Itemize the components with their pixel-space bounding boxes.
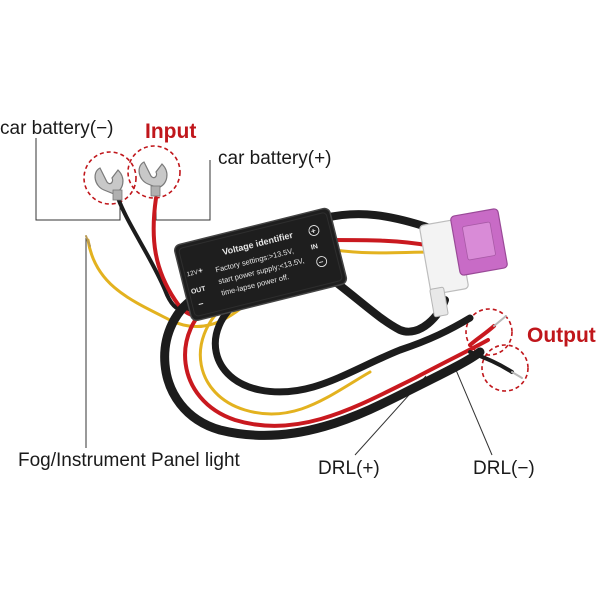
- label-fog-instrument-panel-light: Fog/Instrument Panel light: [18, 450, 240, 471]
- ring-terminals: [94, 161, 168, 201]
- module-pin-minus: −: [197, 299, 205, 310]
- wire-output-strand-black: [511, 371, 523, 379]
- leader-drl-negative: [455, 369, 493, 456]
- label-car-battery-negative: car battery(−): [0, 118, 114, 139]
- label-output: Output: [527, 324, 596, 347]
- label-car-battery-positive: car battery(+): [218, 148, 332, 169]
- wire-red-output: [468, 324, 496, 347]
- wire-yellow-fog-tip: [85, 235, 91, 247]
- wires: [85, 196, 523, 440]
- connector-stem: [429, 286, 449, 318]
- ring-terminal-positive: [138, 161, 168, 197]
- module-pin-in-plus: +: [310, 226, 317, 236]
- wire-black-to-fuse: [321, 210, 434, 232]
- wire-yellow-loop: [198, 303, 372, 416]
- label-input: Input: [145, 120, 197, 143]
- fuse-window: [462, 221, 496, 261]
- leader-battery-negative: [35, 138, 121, 221]
- module-pin-12v-plus: +: [197, 266, 204, 276]
- wire-red-loop: [183, 298, 490, 428]
- voltage-identifier-module: Voltage identifier Factory settings:>13.…: [174, 207, 348, 322]
- output-circle-red: [465, 308, 513, 356]
- ring-terminal-negative: [94, 167, 124, 201]
- output-circle-black: [481, 344, 529, 392]
- wire-yellow-to-fuse: [333, 248, 434, 255]
- wire-output-strand-red: [493, 315, 507, 327]
- module-pin-in-minus: −: [318, 257, 325, 267]
- module-pin-12v: 12V: [186, 269, 200, 279]
- fuse-connector: [419, 208, 508, 318]
- highlight-circles: [83, 145, 529, 392]
- module-pin-out: OUT: [190, 285, 207, 296]
- wire-black-inner-loop: [211, 296, 474, 396]
- input-circle-negative: [83, 151, 137, 205]
- module-pin-in: IN: [310, 243, 318, 251]
- wire-black-loop-outer: [160, 290, 485, 440]
- input-circle-positive: [127, 145, 181, 199]
- wire-black-output: [468, 350, 514, 374]
- label-drl-positive: DRL(+): [318, 458, 380, 479]
- label-drl-negative: DRL(−): [473, 458, 535, 479]
- wire-red-to-fuse: [328, 238, 434, 248]
